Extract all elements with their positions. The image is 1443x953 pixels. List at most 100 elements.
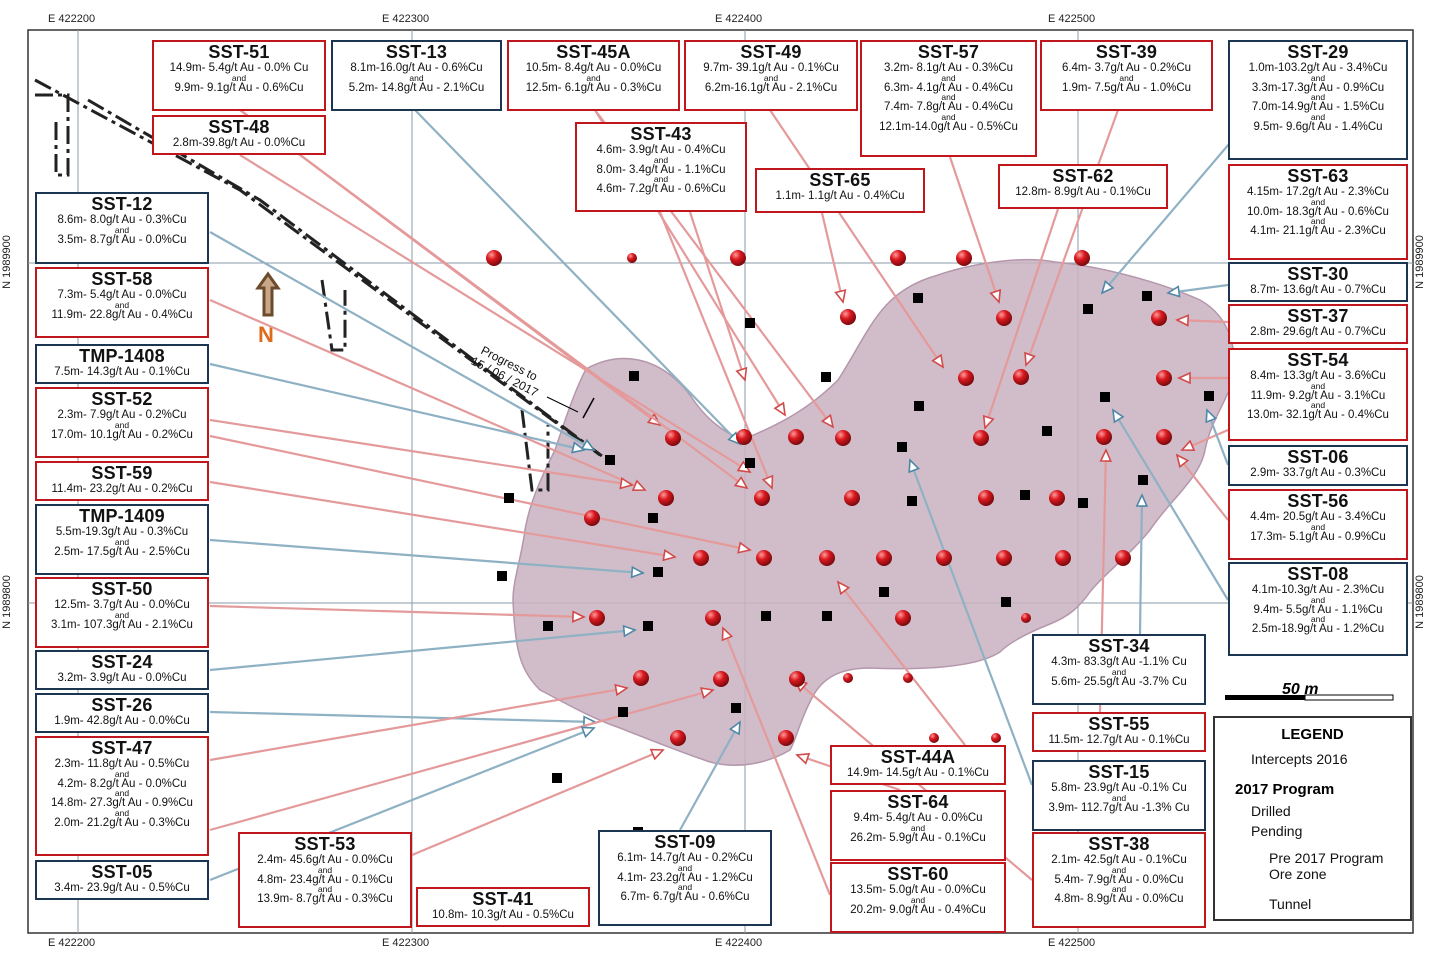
pending-hole-marker — [627, 253, 637, 263]
hole-id: SST-59 — [91, 463, 153, 483]
intercept-line: 5.6m- 25.5g/t Au -3.7% Cu — [1051, 675, 1187, 688]
leader-arrowhead — [982, 414, 995, 430]
drilled-hole-marker — [1156, 370, 1172, 386]
intercept-2016-marker — [1204, 391, 1214, 401]
leader-line — [688, 211, 747, 381]
and-separator: and — [1310, 92, 1326, 102]
drilled-hole-marker — [1013, 369, 1029, 385]
and-separator: and — [1111, 792, 1127, 803]
and-separator: and — [114, 224, 130, 235]
hole-id: SST-15 — [1088, 762, 1150, 782]
intercept-line: 9.5m- 9.6g/t Au - 1.4%Cu — [1253, 120, 1383, 133]
intercept-line: 8.6m- 8.0g/t Au - 0.3%Cu — [57, 214, 187, 226]
leader-line — [209, 710, 596, 724]
intercept-line: 26.2m- 5.9g/t Au - 0.1%Cu — [850, 831, 986, 844]
intercept-line: 7.3m- 5.4g/t Au - 0.0%Cu — [57, 289, 187, 301]
intercept-2016-marker — [1001, 597, 1011, 607]
leader-arrowhead — [737, 541, 752, 554]
leader-line — [209, 434, 751, 552]
and-separator: and — [1310, 521, 1326, 532]
leader-line — [658, 211, 774, 489]
leader-line — [1112, 409, 1229, 601]
leader-arrowhead — [699, 687, 715, 700]
drilled-hole-marker — [1074, 250, 1090, 266]
drilled-hole-marker — [958, 370, 974, 386]
hole-id: SST-65 — [809, 170, 871, 190]
intercept-line: 4.3m- 83.3g/t Au -1.1% Cu — [1051, 656, 1187, 668]
intercept-2016-marker — [1142, 291, 1152, 301]
easting-bottom-3: E 422400 — [715, 937, 763, 949]
intercept-line: 10.0m- 18.3g/t Au - 0.6%Cu — [1247, 205, 1389, 218]
drill-holes-2017 — [486, 250, 1172, 746]
legend-title: LEGEND — [1281, 726, 1344, 743]
leader-arrowhead — [1100, 279, 1115, 295]
intercept-line: 12.5m- 6.1g/t Au - 0.3%Cu — [525, 81, 662, 94]
drilled-hole-marker — [756, 550, 772, 566]
intercept-2016-marker — [907, 496, 917, 506]
intercept-line: 14.9m- 14.5g/t Au - 0.1%Cu — [847, 767, 989, 779]
intercept-line: 1.9m- 42.8g/t Au - 0.0%Cu — [54, 715, 190, 727]
and-separator: and — [1111, 884, 1127, 894]
intercept-line: 7.4m- 7.8g/t Au - 0.4%Cu — [883, 101, 1014, 113]
drilled-hole-marker — [1055, 550, 1071, 566]
hole-id: SST-13 — [385, 42, 448, 62]
hole-id: SST-09 — [654, 832, 716, 852]
intercept-line: 14.8m- 27.3g/t Au - 0.9%Cu — [51, 797, 193, 809]
leader-arrowhead — [614, 683, 629, 697]
leader-arrowhead — [580, 726, 596, 739]
intercept-line: 13.5m- 5.0g/t Au - 0.0%Cu — [850, 884, 986, 896]
intercept-line: 10.5m- 8.4g/t Au - 0.0%Cu — [525, 62, 662, 74]
drilled-hole-marker — [890, 250, 906, 266]
leader-line — [209, 418, 633, 487]
leader-arrowhead — [735, 366, 748, 382]
leader-arrowhead — [1175, 453, 1190, 469]
hole-id: SST-34 — [1088, 636, 1150, 656]
leader-line — [948, 156, 1001, 303]
intercept-line: 2.3m- 7.9g/t Au - 0.2%Cu — [57, 409, 187, 421]
hole-id: SST-06 — [1287, 447, 1349, 467]
hole-id: SST-05 — [91, 862, 153, 882]
intercept-line: 5.2m- 14.8g/t Au - 2.1%Cu — [348, 81, 485, 94]
intercept-line: 5.5m-19.3g/t Au - 0.3%Cu — [55, 526, 189, 538]
and-separator: and — [114, 419, 130, 430]
leader-arrowhead — [580, 438, 596, 451]
hole-id: SST-57 — [917, 42, 980, 62]
leader-arrowhead — [989, 288, 1002, 304]
intercept-2016-marker — [913, 293, 923, 303]
intercept-line: 2.4m- 45.6g/t Au - 0.0%Cu — [257, 854, 393, 866]
and-separator: and — [910, 894, 926, 905]
intercept-line: 4.1m-10.3g/t Au - 2.3%Cu — [1251, 584, 1385, 596]
and-separator: and — [114, 768, 130, 779]
drilled-hole-marker — [1156, 429, 1172, 445]
hole-id: SST-49 — [740, 42, 802, 62]
hole-id: SST-38 — [1088, 834, 1150, 854]
leader-line — [209, 298, 646, 492]
drilled-hole-marker — [486, 250, 502, 266]
pending-hole-marker — [929, 733, 939, 743]
progress-tick — [582, 397, 595, 419]
northing-right-1: N 1989900 — [1413, 235, 1426, 289]
intercept-line: 4.1m- 21.1g/t Au - 2.3%Cu — [1250, 225, 1386, 237]
intercept-line: 8.0m- 3.4g/t Au - 1.1%Cu — [596, 163, 726, 176]
intercept-2016-marker — [605, 455, 615, 465]
leader-line — [837, 581, 966, 746]
leader-line — [209, 538, 644, 575]
leader-arrowhead — [820, 413, 835, 429]
drilled-hole-marker — [1049, 490, 1065, 506]
intercept-2016-marker — [1042, 426, 1052, 436]
drilled-hole-marker — [835, 430, 851, 446]
easting-bottom-1: E 422200 — [48, 937, 96, 949]
leader-arrowhead — [733, 475, 749, 490]
